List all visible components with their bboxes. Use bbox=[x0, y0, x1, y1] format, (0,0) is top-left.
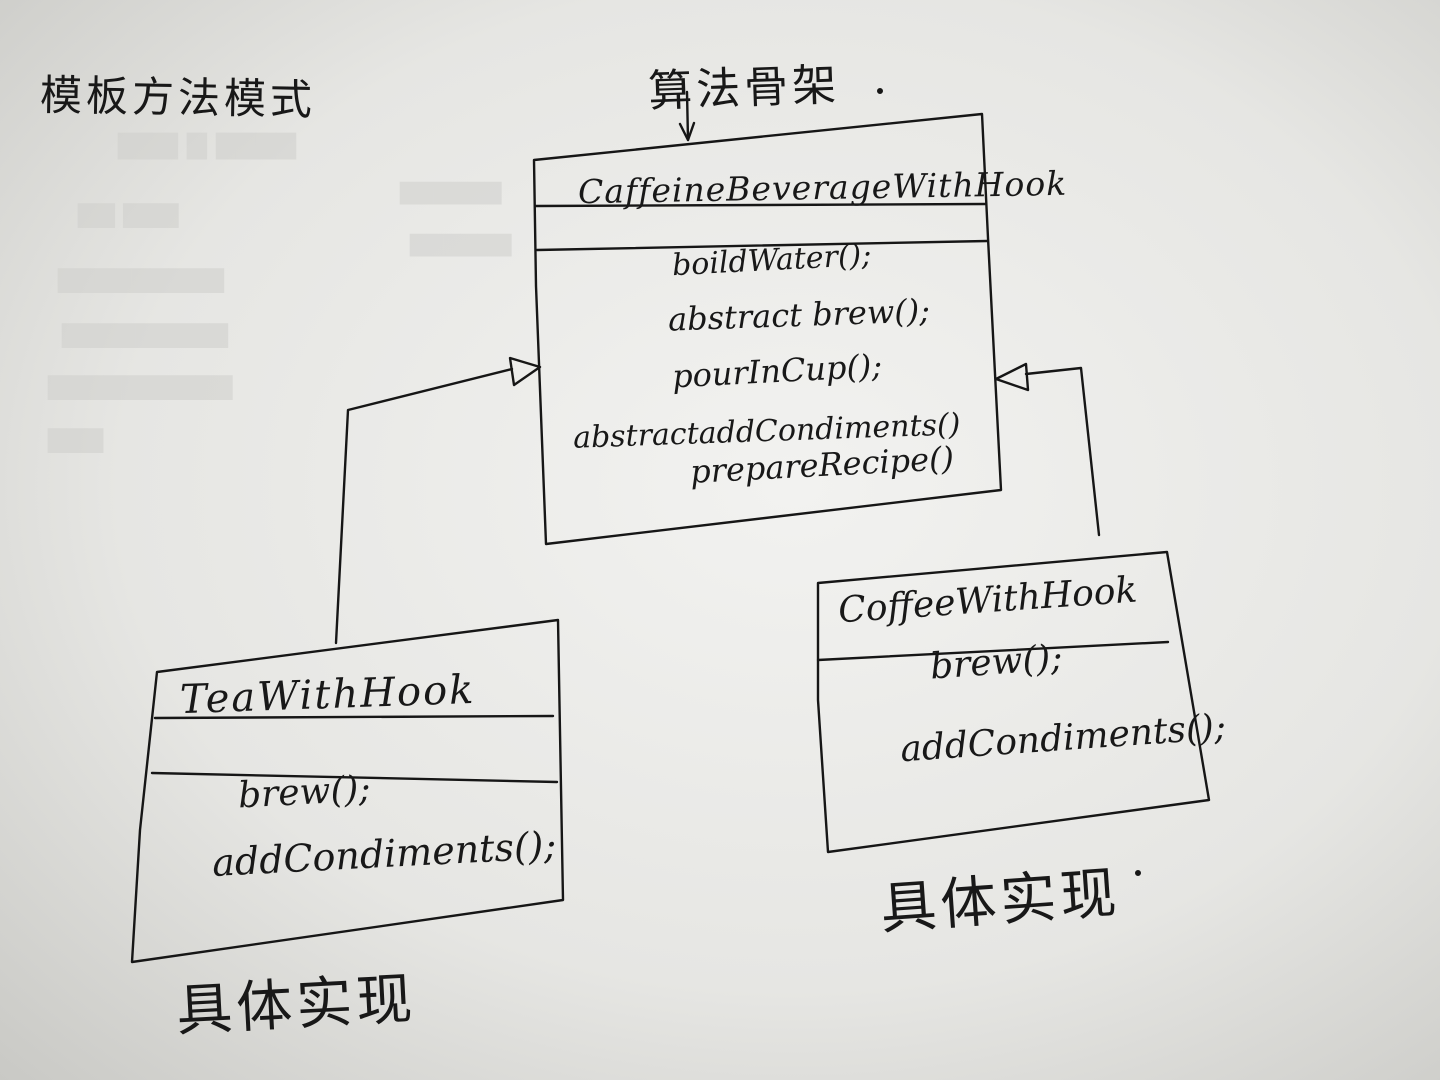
coffee-inheritance-arrowhead bbox=[994, 362, 1030, 392]
tea-class-attr-divider bbox=[150, 771, 559, 784]
bleed-through-text: ▇▇▇▇▇▇▇▇▇ bbox=[62, 320, 229, 348]
tea-inheritance-arrowhead bbox=[508, 356, 542, 387]
tea-class-box bbox=[130, 618, 565, 964]
bleed-through-text: ▇▇▇▇▇▇ bbox=[410, 232, 512, 257]
tea-inheritance-line bbox=[334, 367, 514, 645]
bleed-through-text: ▇▇▇▇▇▇ bbox=[400, 180, 502, 205]
bleed-through-text: ▇▇▇ ▇ ▇▇▇▇ bbox=[118, 130, 297, 160]
abstract-class-box bbox=[532, 112, 1003, 546]
coffee-caption: 具体实现 bbox=[878, 860, 1123, 943]
bleed-through-text: ▇▇▇ bbox=[48, 425, 104, 453]
bleed-through-text: ▇▇▇▇▇▇▇▇▇ bbox=[58, 265, 225, 293]
bleed-through-text: ▇▇ ▇▇▇ bbox=[78, 200, 179, 228]
skeleton-pointer-arrow bbox=[685, 90, 690, 142]
tea-method-1: brew(); bbox=[237, 768, 372, 817]
skeleton-label: 算法骨架 bbox=[647, 59, 841, 118]
tea-caption: 具体实现 bbox=[174, 966, 418, 1045]
tea-class-name-divider bbox=[153, 714, 555, 720]
abstract-class-attr-divider bbox=[535, 239, 989, 252]
coffee-class-name-divider bbox=[816, 640, 1170, 662]
abstract-class-name-divider bbox=[534, 202, 987, 208]
coffee-class-box bbox=[816, 550, 1211, 854]
bleed-through-text: ▇▇▇▇▇▇▇▇▇▇ bbox=[48, 372, 233, 400]
page-title: 模板方法模式 bbox=[39, 70, 317, 125]
coffee-inheritance-line bbox=[1024, 366, 1101, 537]
